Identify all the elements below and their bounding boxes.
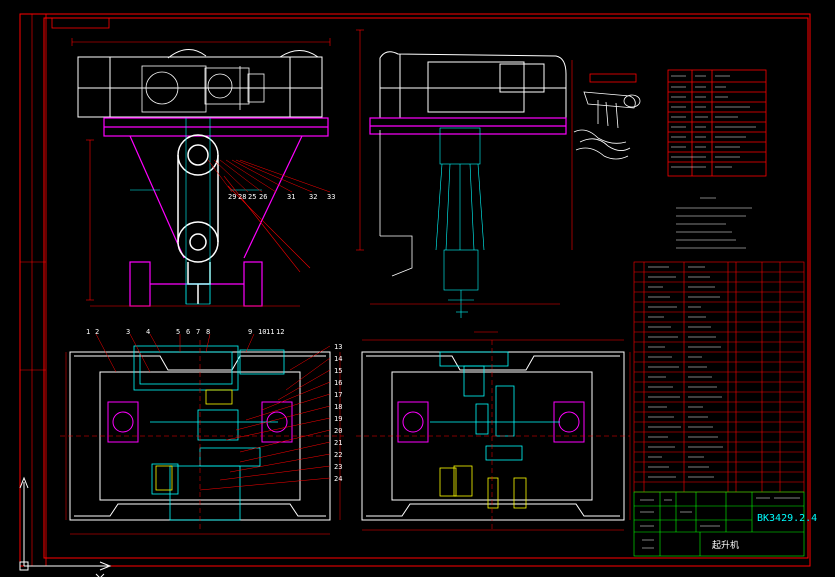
plan-callout-18: 18 <box>334 403 342 411</box>
callout-leaders <box>207 159 331 193</box>
plan-right-centerlines <box>356 340 630 530</box>
plan-callout-24: 24 <box>334 475 342 483</box>
plan-callout-20: 20 <box>334 427 342 435</box>
plan-left-leaders <box>65 333 341 535</box>
parts-list-rows <box>634 266 804 483</box>
plan-right-lugs <box>439 465 527 509</box>
dimension-lines <box>71 38 331 307</box>
plan-callout-21: 21 <box>334 439 342 447</box>
plan-callout-9: 9 <box>248 328 252 336</box>
spec-table <box>667 69 767 177</box>
hook-block <box>177 134 219 304</box>
plan-callout-11: 11 <box>266 328 274 336</box>
title-block-ticks <box>640 497 800 549</box>
side-counter-structure <box>379 130 413 277</box>
front-callout-31: 31 <box>287 193 295 201</box>
ucs-axis-icon <box>19 476 112 577</box>
side-railing <box>379 51 567 118</box>
plan-callout-7: 7 <box>196 328 200 336</box>
side-hook-assembly <box>435 127 485 318</box>
plan-callout-22: 22 <box>334 451 342 459</box>
iso-hook-detail <box>573 73 641 160</box>
plan-callout-16: 16 <box>334 379 342 387</box>
front-view <box>71 38 331 307</box>
side-dimensions <box>356 29 573 305</box>
plan-callout-3: 3 <box>126 328 130 336</box>
plan-callout-4: 4 <box>146 328 150 336</box>
plan-callout-10: 10 <box>258 328 266 336</box>
plan-view-left <box>60 333 344 535</box>
plan-callout-1: 1 <box>86 328 90 336</box>
plan-callout-15: 15 <box>334 367 342 375</box>
side-frame <box>369 117 567 135</box>
winch-machinery <box>141 65 265 113</box>
title-block <box>633 491 805 557</box>
plan-left-brake <box>155 389 233 491</box>
front-callout-28: 28 <box>238 193 246 201</box>
plan-callout-2: 2 <box>95 328 99 336</box>
front-callout-32: 32 <box>309 193 317 201</box>
technical-notes <box>676 197 752 249</box>
plan-callout-17: 17 <box>334 391 342 399</box>
spec-table-glyphs <box>671 75 756 168</box>
plan-left-centerlines <box>60 340 344 530</box>
trolley-frame <box>103 117 329 307</box>
plan-callout-5: 5 <box>176 328 180 336</box>
plan-callout-23: 23 <box>334 463 342 471</box>
drawing-number: BK3429.2.4 <box>757 513 817 524</box>
front-callout-33: 33 <box>327 193 335 201</box>
title-block-name: 起升机 <box>712 539 739 551</box>
front-callout-25: 25 <box>248 193 256 201</box>
sheet-frame <box>19 13 811 567</box>
plan-callout-13: 13 <box>334 343 342 351</box>
plan-callout-6: 6 <box>186 328 190 336</box>
front-callout-29: 29 <box>228 193 236 201</box>
plan-callout-12: 12 <box>276 328 284 336</box>
plan-side-callout-group: 13 14 15 16 17 18 19 20 21 22 23 24 <box>334 343 342 483</box>
guard-railing <box>77 49 323 118</box>
plan-view-right <box>356 331 631 531</box>
side-view <box>356 29 573 318</box>
plan-callout-14: 14 <box>334 355 342 363</box>
front-callout-26: 26 <box>259 193 267 201</box>
plan-callout-19: 19 <box>334 415 342 423</box>
plan-callout-8: 8 <box>206 328 210 336</box>
